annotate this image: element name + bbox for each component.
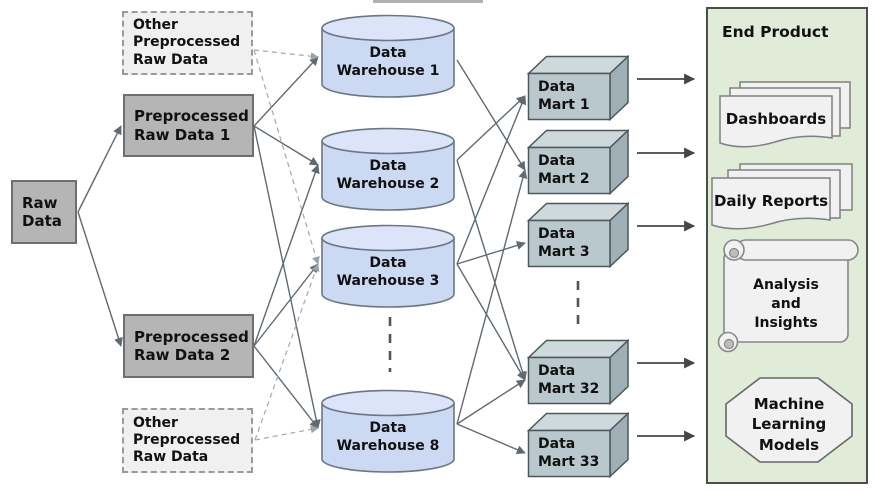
dashed-edge-other_preprocessed_top-dw1 [253,49,319,61]
edge-preprocessed_2-dw2 [253,164,320,347]
raw-data-label: Raw Data [22,193,62,230]
edge-dw3-m3 [456,241,526,265]
edge-preprocessed_1-dw2 [253,125,319,166]
edge-preprocessed_2-dw8 [253,345,319,429]
edge-dw2-m1 [456,95,526,161]
edge-dw3-m32 [456,263,526,381]
cylinder-icon [321,224,455,308]
raw-data-box: Raw Data [11,180,77,244]
data-mart-2-label: Data Mart 2 [538,153,590,188]
warehouse-1-label: Data Warehouse 1 [336,45,440,80]
preprocessed-raw-data-2-box: Preprocessed Raw Data 2 [123,314,254,378]
edge-dw2-m32 [456,159,527,381]
edge-dw3-m1 [456,95,527,265]
data-mart-32-label: Data Mart 32 [538,363,600,398]
octagon-icon [725,377,853,463]
other-preprocessed-top-box: Other Preprocessed Raw Data [122,11,253,75]
warehouse-2-label: Data Warehouse 2 [336,158,440,193]
edge-preprocessed_2-dw3 [253,263,319,347]
edge-dw8-m33 [456,423,526,454]
data-mart-3-label: Data Mart 3 [538,226,590,261]
edge-dw8-m32 [456,379,526,425]
edge-raw_data-preprocessed_1 [77,125,122,213]
edge-raw_data-preprocessed_2 [77,211,123,347]
machine-learning-octagon: Machine Learning Models [724,376,854,464]
cube-icon [526,54,630,122]
dashed-edge-other_preprocessed_top-dw3 [253,49,320,265]
warehouse-8-cylinder: Data Warehouse 8 [320,389,456,473]
data-mart-32-cube: Data Mart 32 [526,338,630,406]
cube-icon [526,201,630,269]
warehouse-8-label: Data Warehouse 8 [336,420,440,455]
data-mart-2-cube: Data Mart 2 [526,128,630,196]
scroll-icon [717,239,859,353]
data-mart-1-cube: Data Mart 1 [526,54,630,122]
dashed-edge-other_preprocessed_bottom-dw3 [254,263,320,441]
analysis-insights-label: Analysis and Insights [753,277,819,331]
edge-preprocessed_1-dw1 [253,56,319,127]
cylinder-icon [321,389,455,473]
daily-reports-document-stack: Daily Reports [710,162,856,236]
preprocessed-raw-data-1-box: Preprocessed Raw Data 1 [123,94,254,157]
data-mart-33-cube: Data Mart 33 [526,411,630,479]
analysis-insights-scroll: Analysis and Insights [712,238,860,360]
edge-dw1-m2 [456,59,526,171]
cylinder-icon [321,127,455,211]
other-preprocessed-top-label: Other Preprocessed Raw Data [133,17,241,68]
cylinder-icon [321,14,455,98]
end-product-title: End Product [722,23,829,41]
cube-icon [526,338,630,406]
document-stack-icon [711,163,853,230]
preprocessed-raw-data-1-label: Preprocessed Raw Data 1 [134,107,249,144]
preprocessed-raw-data-2-label: Preprocessed Raw Data 2 [134,327,249,364]
dashboards-document-stack: Dashboards [718,80,854,154]
document-stack-icon [719,81,851,148]
data-mart-1-label: Data Mart 1 [538,79,590,114]
edge-preprocessed_1-dw8 [253,125,321,429]
warehouse-3-label: Data Warehouse 3 [336,255,440,290]
other-preprocessed-bottom-label: Other Preprocessed Raw Data [133,414,241,466]
daily-reports-label: Daily Reports [713,192,829,210]
cropped-shape-top [373,0,483,3]
data-mart-33-label: Data Mart 33 [538,436,600,471]
end-product-panel: End Product Dashboards Daily Reports [706,7,868,484]
warehouse-2-cylinder: Data Warehouse 2 [320,127,456,211]
warehouse-3-cylinder: Data Warehouse 3 [320,224,456,308]
data-mart-3-cube: Data Mart 3 [526,201,630,269]
other-preprocessed-bottom-box: Other Preprocessed Raw Data [122,408,253,473]
cube-icon [526,128,630,196]
machine-learning-label: Machine Learning Models [751,395,827,454]
cube-icon [526,411,630,479]
dashboards-label: Dashboards [725,110,827,128]
warehouse-1-cylinder: Data Warehouse 1 [320,14,456,98]
dashed-edge-other_preprocessed_bottom-dw8 [254,425,319,441]
edge-dw8-m2 [456,169,528,425]
